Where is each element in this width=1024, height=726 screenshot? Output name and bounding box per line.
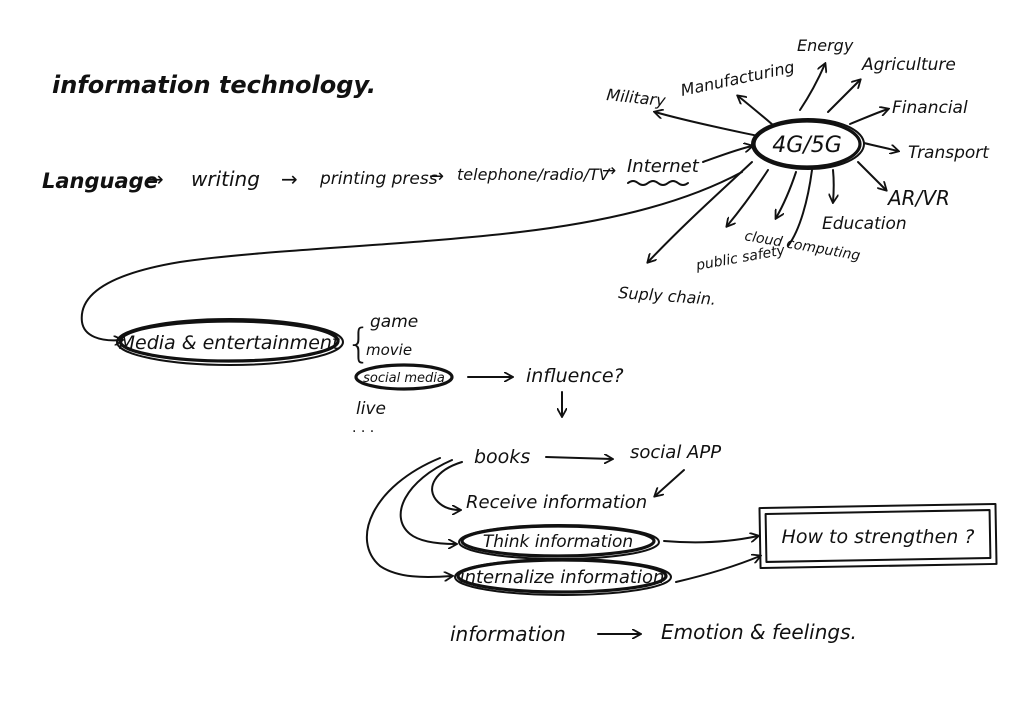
internalize-ellipse-outer — [454, 558, 672, 596]
media-item-live: live — [356, 399, 386, 419]
arrow-hub-energy — [799, 64, 825, 111]
spoke-military: Military — [606, 85, 667, 110]
arrow-hub-military — [655, 112, 759, 137]
hub-label: 4G/5G — [772, 133, 842, 158]
flow-social-app: social APP — [630, 442, 721, 463]
arrow-books-to-social-app — [545, 457, 612, 459]
hub-ellipse — [752, 119, 862, 169]
arrow-hub-public-safety — [727, 169, 769, 226]
timeline-item-internet: Internet — [627, 156, 700, 177]
question-box-inner — [764, 509, 992, 563]
flow-internalize: internalize information — [460, 567, 665, 588]
media-label: Media & entertainment — [119, 332, 341, 354]
timeline-arrow: → — [147, 167, 164, 191]
spoke-energy: Energy — [797, 36, 854, 55]
arrow-internalize-to-question — [675, 556, 760, 583]
arrow-hub-tail-right — [787, 169, 813, 247]
flow-bottom-left: information — [450, 622, 566, 646]
timeline-arrow: → — [602, 161, 616, 181]
arrow-hub-to-media — [80, 171, 743, 340]
internet-wavy-underline — [627, 180, 689, 186]
arrow-curve-books-think — [399, 459, 456, 544]
flow-question: How to strengthen ? — [782, 526, 975, 548]
spoke-agriculture: Agriculture — [861, 55, 956, 75]
arrow-hub-supply-chain — [648, 161, 753, 262]
media-ellipse — [118, 319, 340, 363]
timeline-arrow: → — [281, 167, 298, 191]
social-media-ellipse — [354, 363, 454, 391]
arrow-hub-transport — [863, 142, 898, 151]
arrow-hub-cloud-computing — [776, 171, 797, 218]
spoke-financial: Financial — [892, 98, 968, 118]
arrow-hub-manufacturing — [738, 96, 774, 126]
media-ellipse-outer — [116, 318, 344, 366]
flow-bottom-right: Emotion & feelings. — [661, 620, 857, 644]
timeline-arrow: → — [429, 166, 444, 187]
arrow-curve-books-internalize — [365, 457, 452, 577]
media-item-movie: movie — [366, 341, 412, 359]
media-item-social-media: social media — [363, 371, 445, 386]
timeline-item-telephone-radio-tv: telephone/radio/TV — [457, 165, 611, 184]
flow-think: Think information — [483, 532, 633, 552]
arrow-think-to-question — [663, 536, 758, 544]
timeline-item-writing: writing — [191, 167, 260, 191]
arrow-curve-books-receive — [431, 461, 463, 510]
media-item-ellipsis: · · · — [352, 424, 374, 440]
arrow-hub-education — [833, 169, 834, 202]
arrow-hub-arvr — [857, 161, 886, 190]
flow-receive: Receive information — [466, 492, 647, 513]
spoke-supply-chain: Suply chain. — [618, 283, 717, 309]
flow-books: books — [474, 446, 530, 468]
spoke-manufacturing: Manufacturing — [679, 57, 796, 100]
influence-label: influence? — [526, 365, 624, 387]
spoke-public-safety: public safety — [694, 242, 787, 274]
media-item-game: game — [370, 312, 418, 332]
spoke-arvr: AR/VR — [886, 186, 950, 210]
arrow-internet-to-hub — [702, 146, 752, 163]
media-brace: { — [346, 321, 371, 367]
page-title: information technology. — [52, 71, 376, 99]
timeline-item-printing-press: printing press — [319, 169, 438, 189]
spoke-education: Education — [822, 214, 907, 234]
spoke-transport: Transport — [908, 143, 990, 163]
arrow-hub-financial — [849, 109, 888, 125]
timeline-item-language: Language — [42, 169, 158, 193]
arrow-social-app-to-receive — [655, 469, 685, 496]
arrow-hub-agriculture — [827, 80, 860, 113]
question-box-outer — [758, 502, 998, 570]
